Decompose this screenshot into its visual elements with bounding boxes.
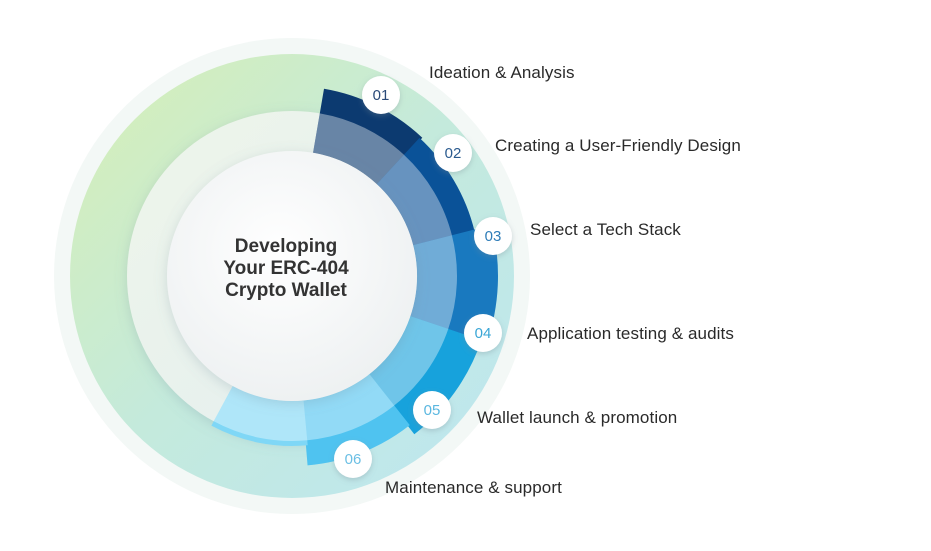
step-number-badge-5: 05 bbox=[413, 391, 451, 429]
step-number-badge-circle-4 bbox=[464, 314, 502, 352]
step-number-6: 06 bbox=[345, 451, 362, 468]
step-number-badge-circle-2 bbox=[434, 134, 472, 172]
step-number-badge-4: 04 bbox=[464, 314, 502, 352]
step-number-badge-6: 06 bbox=[334, 440, 372, 478]
step-number-badge-circle-5 bbox=[413, 391, 451, 429]
step-wedge-inner-band-1 bbox=[313, 113, 406, 186]
step-label-4: Application testing & audits bbox=[527, 324, 734, 343]
step-wedge-inner-band-5 bbox=[302, 374, 395, 441]
center-title-line-3: Crypto Wallet bbox=[225, 280, 347, 301]
center-circle bbox=[167, 151, 417, 401]
step-label-1: Ideation & Analysis bbox=[429, 63, 575, 82]
step-wedge-inner-band-6 bbox=[213, 386, 308, 442]
center-title-line-2: Your ERC-404 bbox=[223, 258, 349, 279]
step-wedge-3 bbox=[409, 225, 499, 345]
step-wedge-inner-band-3 bbox=[409, 235, 457, 331]
step-number-badge-circle-1 bbox=[362, 76, 400, 114]
center-title: Developing Your ERC-404 Crypto Wallet bbox=[196, 236, 376, 302]
step-number-4: 04 bbox=[475, 325, 492, 342]
step-wedge-2 bbox=[376, 137, 475, 247]
step-wedge-6 bbox=[211, 386, 308, 446]
step-number-badge-circle-3 bbox=[474, 217, 512, 255]
step-label-6: Maintenance & support bbox=[385, 478, 562, 497]
step-wedge-5 bbox=[302, 374, 410, 466]
step-wedge-inner-band-2 bbox=[376, 154, 453, 247]
step-label-5: Wallet launch & promotion bbox=[477, 408, 678, 427]
step-number-badge-1: 01 bbox=[362, 76, 400, 114]
step-label-2: Creating a User-Friendly Design bbox=[495, 136, 741, 155]
step-number-2: 02 bbox=[445, 145, 462, 162]
step-wedge-1 bbox=[313, 88, 423, 186]
step-number-badge-2: 02 bbox=[434, 134, 472, 172]
center-title-line-1: Developing bbox=[234, 236, 338, 257]
step-number-badge-3: 03 bbox=[474, 217, 512, 255]
step-number-3: 03 bbox=[485, 228, 502, 245]
step-wedge-4 bbox=[368, 316, 482, 435]
step-label-3: Select a Tech Stack bbox=[530, 220, 681, 239]
step-number-badge-circle-6 bbox=[334, 440, 372, 478]
step-number-5: 05 bbox=[424, 402, 441, 419]
step-number-1: 01 bbox=[373, 87, 390, 104]
step-wedge-inner-band-4 bbox=[368, 316, 449, 407]
